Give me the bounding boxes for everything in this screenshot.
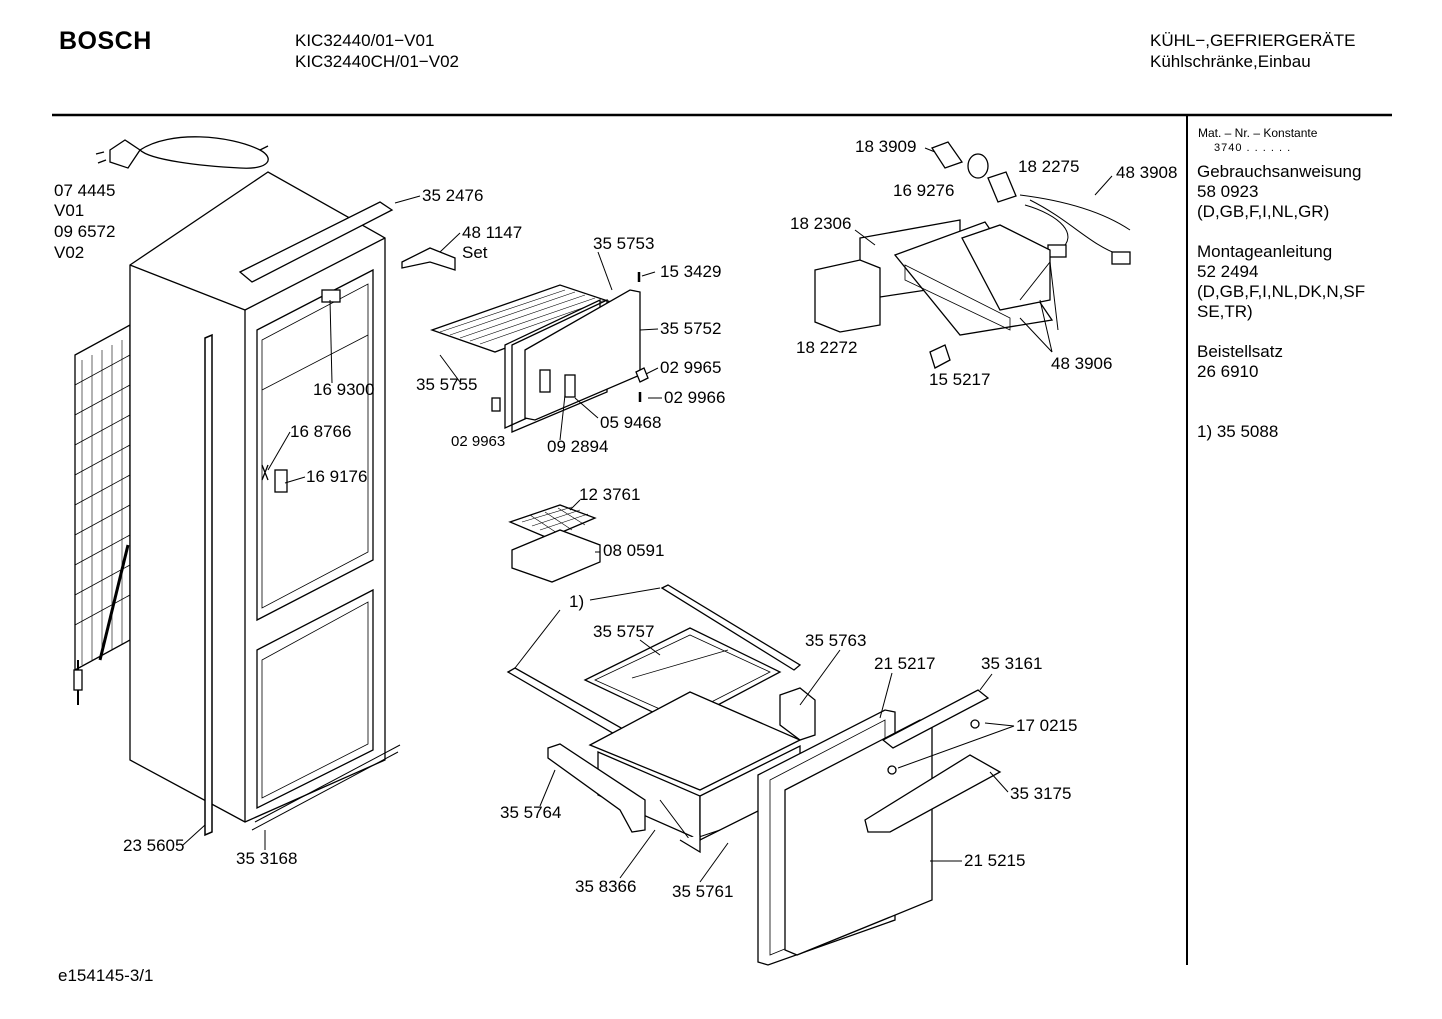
part-label: 18 3909 — [855, 137, 917, 156]
brand-logo: BOSCH — [59, 27, 152, 55]
part-label: V01 — [54, 201, 85, 220]
part-label: 35 5752 — [660, 319, 722, 338]
part-label: 09 6572 — [54, 222, 116, 241]
assembly-number: 52 2494 — [1197, 262, 1259, 281]
assembly-languages: (D,GB,F,I,NL,DK,N,SF — [1197, 282, 1366, 301]
part-label: 02 9965 — [660, 358, 722, 377]
category-subtitle: Kühlschränke,Einbau — [1150, 52, 1311, 71]
part-label: 18 2275 — [1018, 157, 1080, 176]
material-constant-value: 3740 . . . . . . — [1214, 142, 1292, 154]
part-label: 23 5605 — [123, 836, 185, 855]
model-number-1: KIC32440/01−V01 — [295, 31, 435, 50]
manual-languages: (D,GB,F,I,NL,GR) — [1197, 202, 1330, 221]
model-number-2: KIC32440CH/01−V02 — [295, 52, 459, 71]
kit-title: Beistellsatz — [1197, 342, 1283, 361]
part-label: 18 2306 — [790, 214, 852, 233]
part-label: 02 9963 — [451, 433, 506, 450]
part-label: 18 2272 — [796, 338, 858, 357]
part-label: 21 5217 — [874, 654, 936, 673]
assembly-languages-cont: SE,TR) — [1197, 302, 1253, 321]
part-label: 48 1147 — [462, 223, 523, 242]
part-label: 16 9176 — [306, 467, 368, 486]
manual-number: 58 0923 — [1197, 182, 1259, 201]
part-label: 35 5753 — [593, 234, 655, 253]
part-label: 35 3168 — [236, 849, 298, 868]
part-label: 17 0215 — [1016, 716, 1078, 735]
part-label: 35 5761 — [672, 882, 734, 901]
part-label: 35 5764 — [500, 803, 562, 822]
part-label: 07 4445 — [54, 181, 116, 200]
cabinet-body-icon — [129, 171, 401, 837]
part-label: 16 9300 — [313, 380, 375, 399]
part-label: 35 3175 — [1010, 784, 1072, 803]
drawing-id: e154145-3/1 — [58, 966, 154, 985]
part-label: 35 3161 — [981, 654, 1043, 673]
category-title: KÜHL−,GEFRIERGERÄTE — [1150, 31, 1356, 50]
part-label: Set — [462, 243, 488, 262]
part-label: 21 5215 — [964, 851, 1026, 870]
control-module-icon — [814, 141, 1131, 369]
part-label: 16 8766 — [290, 422, 352, 441]
part-label: 15 3429 — [660, 262, 722, 281]
part-label: 09 2894 — [547, 437, 609, 456]
footnote-marker: 1) — [569, 592, 585, 611]
manual-title: Gebrauchsanweisung — [1197, 162, 1362, 181]
part-label: 35 8366 — [575, 877, 637, 896]
condenser-icon — [73, 323, 131, 705]
part-label: 05 9468 — [600, 413, 662, 432]
part-label: 12 3761 — [579, 485, 641, 504]
ice-tray-icon — [508, 504, 601, 583]
part-label: 35 2476 — [422, 186, 484, 205]
hinge-set-icon — [401, 247, 456, 271]
part-label: 02 9966 — [664, 388, 726, 407]
part-label: 48 3906 — [1051, 354, 1113, 373]
part-label: 08 0591 — [603, 541, 665, 560]
part-label: V02 — [54, 243, 85, 262]
kit-number: 26 6910 — [1197, 362, 1259, 381]
assembly-title: Montageanleitung — [1197, 242, 1333, 261]
part-label: 15 5217 — [929, 370, 991, 389]
freezer-compartment-icon — [430, 272, 649, 433]
part-label: 48 3908 — [1116, 163, 1178, 182]
footnote-text: 1) 35 5088 — [1197, 422, 1279, 441]
power-cord-icon — [95, 136, 269, 169]
door-panel-icon — [757, 689, 1002, 966]
part-label: 35 5763 — [805, 631, 867, 650]
part-label: 16 9276 — [893, 181, 955, 200]
part-label: 35 5757 — [593, 622, 655, 641]
drawer-assembly-icon — [506, 584, 816, 854]
material-constant-label: Mat. – Nr. – Konstante — [1198, 126, 1318, 140]
part-label: 35 5755 — [416, 375, 478, 394]
